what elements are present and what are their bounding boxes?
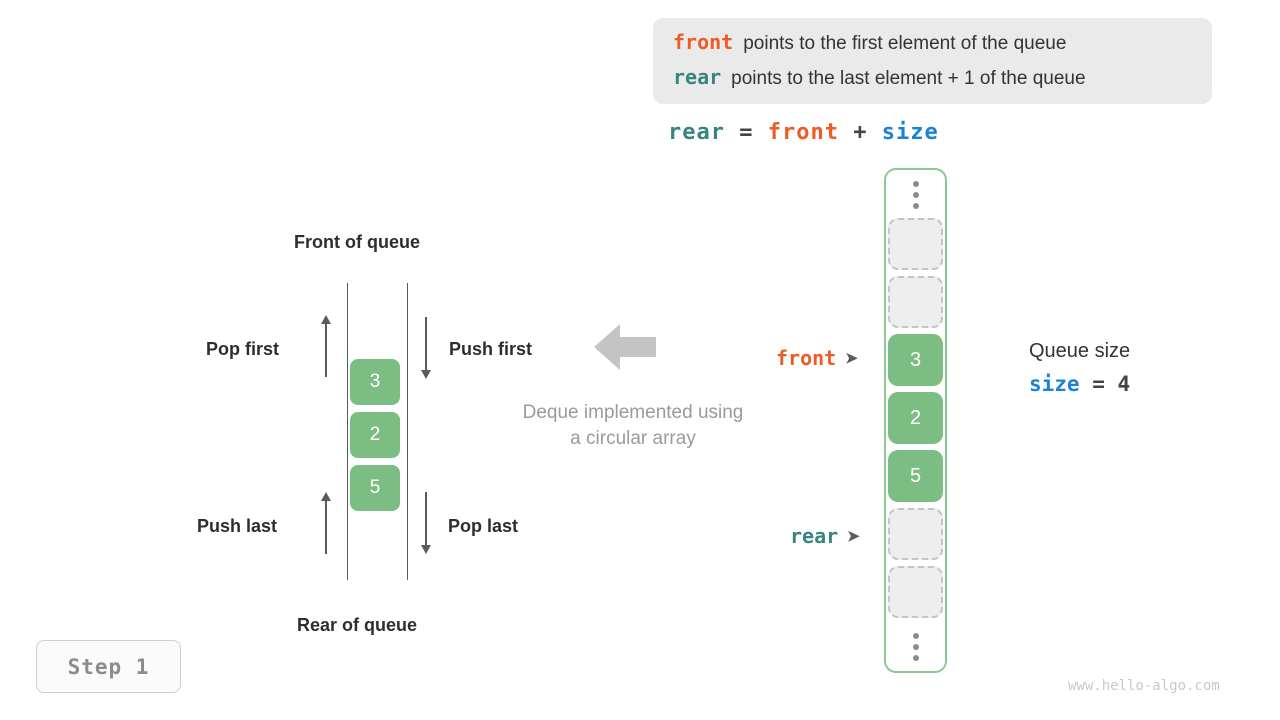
formula-operand-front: front (767, 120, 839, 145)
deque-cell: 2 (350, 412, 400, 458)
diagram-caption: Deque implemented using a circular array (483, 400, 783, 452)
legend-text-rear: points to the last element + 1 of the qu… (731, 68, 1086, 89)
deque-cell: 3 (350, 359, 400, 405)
front-pointer: front ➤ (776, 346, 858, 370)
legend-row-front: front points to the first element of the… (673, 30, 1190, 61)
pop-last-label: Pop last (448, 516, 519, 536)
formula-rear-equals-front-plus-size: rear = front + size (668, 120, 939, 145)
legend-row-rear: rear points to the last element + 1 of t… (673, 65, 1190, 96)
circular-array-stack: 3 2 5 (888, 172, 943, 670)
push-last-label: Push last (197, 516, 278, 536)
formula-lhs: rear (668, 120, 725, 145)
array-slot (888, 276, 943, 328)
queue-size-expression: size = 4 (1029, 372, 1130, 396)
formula-equals: = (724, 120, 768, 145)
left-arrow-icon (594, 324, 656, 370)
size-equals: = (1079, 372, 1118, 396)
array-slot (888, 508, 943, 560)
push-last-arrow-icon (321, 492, 331, 554)
queue-size-title: Queue size (1029, 340, 1131, 362)
rear-pointer: rear ➤ (790, 524, 860, 548)
array-slot (888, 218, 943, 270)
size-value: 4 (1117, 372, 1131, 396)
deque-right-rail (407, 283, 408, 580)
rear-of-queue-label: Rear of queue (297, 615, 418, 635)
front-of-queue-label: Front of queue (294, 232, 420, 252)
queue-size-block: Queue size size = 4 (1029, 340, 1130, 396)
deque-left-rail (347, 283, 348, 580)
formula-plus: + (838, 120, 882, 145)
rear-pointer-label: rear (790, 524, 839, 548)
ellipsis-bottom-icon (888, 624, 943, 670)
array-slot: 2 (888, 392, 943, 444)
pop-first-arrow-icon (321, 315, 331, 377)
size-variable: size (1029, 372, 1080, 396)
watermark: www.hello-algo.com (1068, 678, 1220, 694)
rear-pointer-arrow-icon: ➤ (847, 528, 860, 545)
legend-text-front: points to the first element of the queue (743, 33, 1067, 54)
legend-key-front: front (673, 30, 734, 54)
pop-first-label: Pop first (206, 339, 280, 359)
array-slot: 5 (888, 450, 943, 502)
legend-key-rear: rear (673, 65, 722, 89)
array-slot (888, 566, 943, 618)
pop-last-arrow-icon (421, 492, 431, 554)
array-slot: 3 (888, 334, 943, 386)
caption-line-1: Deque implemented using (522, 402, 744, 423)
step-badge: Step 1 (36, 640, 181, 693)
deque-cell: 5 (350, 465, 400, 511)
front-pointer-label: front (776, 346, 837, 370)
ellipsis-top-icon (888, 172, 943, 218)
circular-array-frame (884, 168, 947, 673)
push-first-arrow-icon (421, 317, 431, 379)
front-pointer-arrow-icon: ➤ (845, 350, 858, 367)
push-first-label: Push first (449, 339, 533, 359)
formula-operand-size: size (881, 120, 939, 145)
legend-box: front points to the first element of the… (653, 18, 1212, 104)
caption-line-2: a circular array (570, 428, 696, 449)
